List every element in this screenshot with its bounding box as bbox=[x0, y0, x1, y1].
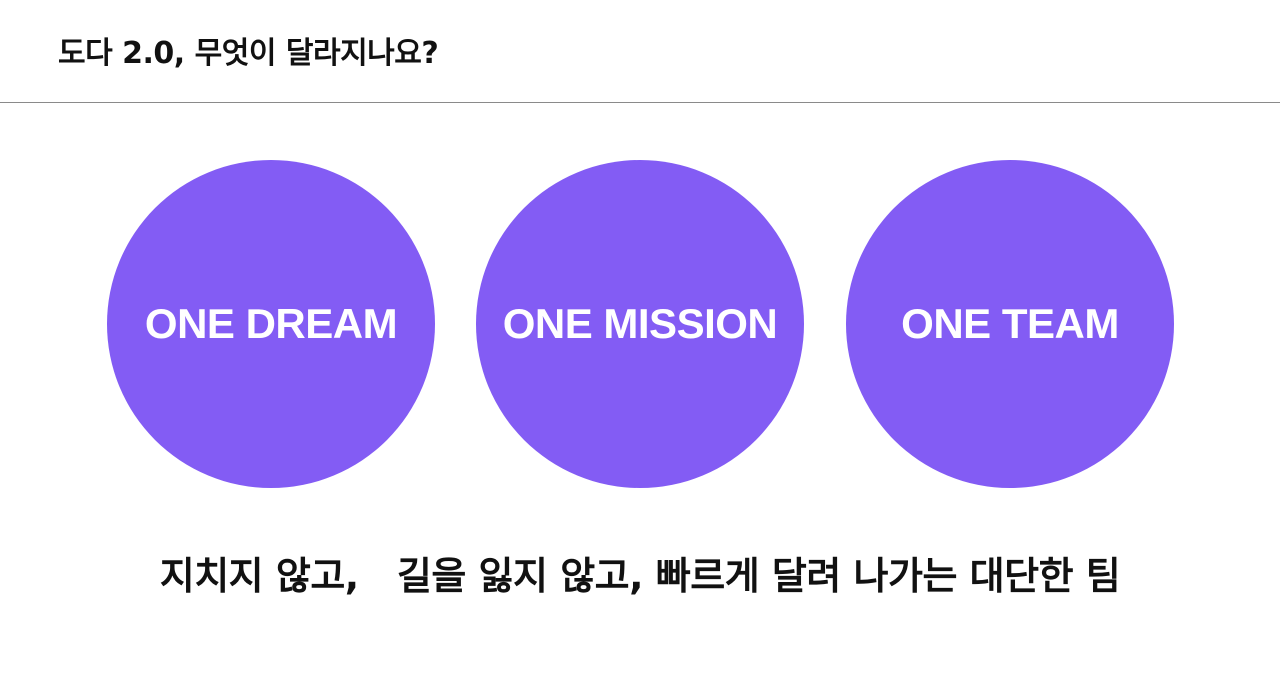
circle-label-one-dream: ONE DREAM bbox=[144, 300, 398, 347]
circle-label-one-team: ONE TEAM bbox=[901, 300, 1119, 347]
header: 도다 2.0, 무엇이 달라지나요? bbox=[0, 0, 1280, 103]
circle-one-dream: ONE DREAM bbox=[107, 160, 435, 488]
page-title: 도다 2.0, 무엇이 달라지나요? bbox=[58, 36, 439, 71]
tagline: 지치지 않고, 길을 잃지 않고, 빠르게 달려 나가는 대단한 팀 bbox=[159, 554, 1121, 598]
circle-one-mission: ONE MISSION bbox=[476, 160, 804, 488]
circle-one-team: ONE TEAM bbox=[846, 160, 1174, 488]
circle-label-one-mission: ONE MISSION bbox=[502, 300, 778, 347]
